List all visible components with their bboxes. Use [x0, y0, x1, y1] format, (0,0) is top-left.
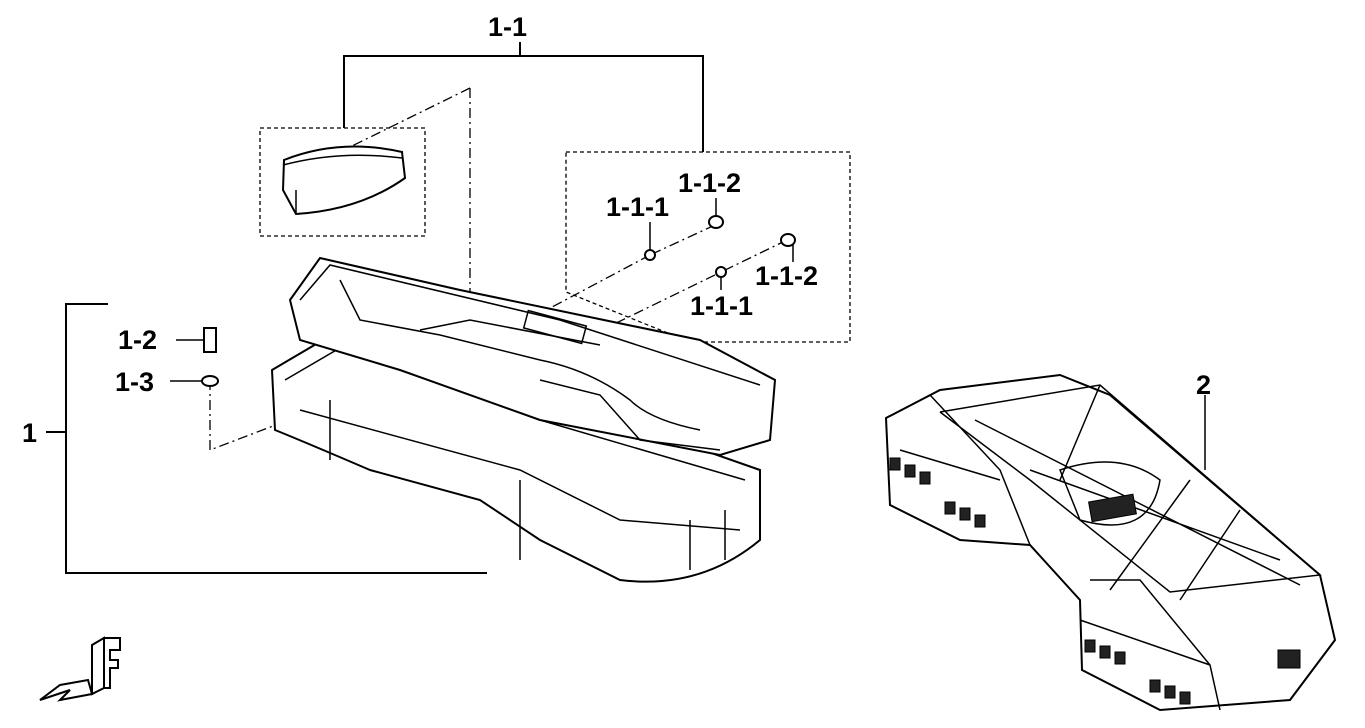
clip-1-1-1-top	[644, 249, 656, 261]
label-1-1-2-bottom: 1-1-2	[755, 261, 819, 291]
bracket-1-1	[343, 42, 704, 152]
label-1-1-1-top: 1-1-1	[606, 192, 670, 222]
clip-1-1-2-top	[708, 215, 724, 229]
label-1-1-1-bottom: 1-1-1	[690, 291, 754, 321]
detail-box-clips	[565, 151, 851, 343]
label-1-1-2-top: 1-1-2	[678, 168, 742, 198]
storage-box-assembly	[270, 256, 777, 583]
clip-1-1-1-bottom	[715, 266, 727, 278]
screw-1-2	[176, 327, 217, 353]
seat-pad-part	[281, 145, 407, 216]
label-1: 1	[22, 418, 38, 448]
label-1-1: 1-1	[488, 12, 528, 42]
label-2: 2	[1196, 370, 1212, 400]
clip-1-1-2-bottom	[780, 233, 796, 247]
storage-box-closed-part-2	[884, 373, 1337, 712]
bracket-1	[65, 303, 487, 574]
front-arrow-icon	[39, 636, 121, 702]
washer-1-3	[170, 375, 219, 387]
detail-box-pad	[259, 127, 426, 237]
label-1-2: 1-2	[118, 325, 158, 355]
label-1-3: 1-3	[115, 367, 155, 397]
